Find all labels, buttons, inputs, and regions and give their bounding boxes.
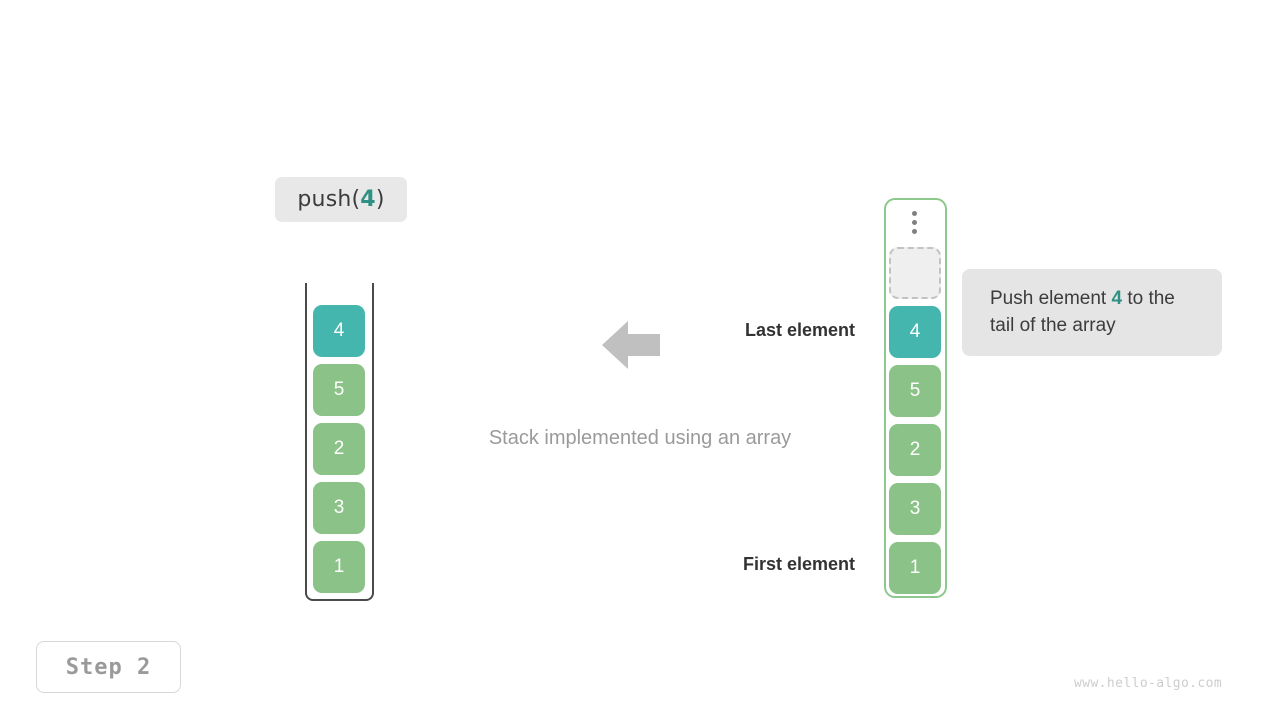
stack-cell: 5 bbox=[313, 364, 365, 416]
array-cell-value: 5 bbox=[909, 380, 921, 401]
stack-cell-value: 2 bbox=[333, 438, 345, 459]
stack-container bbox=[305, 283, 374, 601]
array-cell-list: 4 5 2 3 1 bbox=[889, 247, 941, 594]
diagram-caption: Stack implemented using an array bbox=[488, 427, 792, 449]
watermark: www.hello-algo.com bbox=[1074, 676, 1223, 691]
tooltip-accent-value: 4 bbox=[1111, 288, 1123, 309]
array-cell: 3 bbox=[889, 483, 941, 535]
dot bbox=[911, 229, 917, 234]
arrow-left-icon bbox=[602, 321, 660, 369]
operation-suffix: ) bbox=[375, 187, 385, 212]
step-badge: Step 2 bbox=[36, 641, 181, 693]
stack-cell: 3 bbox=[313, 482, 365, 534]
array-cell-value: 4 bbox=[909, 321, 921, 342]
stack-cell: 2 bbox=[313, 423, 365, 475]
array-cell-value: 1 bbox=[909, 557, 921, 578]
array-empty-slot bbox=[889, 247, 941, 299]
stack-cell-value: 1 bbox=[333, 556, 345, 577]
stack-cell: 4 bbox=[313, 305, 365, 357]
last-element-label: Last element bbox=[744, 320, 855, 340]
array-cell: 5 bbox=[889, 365, 941, 417]
stack-cell: 1 bbox=[313, 541, 365, 593]
stack-cell-value: 3 bbox=[333, 497, 345, 518]
stack-cell-list: 4 5 2 3 1 bbox=[313, 305, 365, 593]
array-cell: 1 bbox=[889, 542, 941, 594]
array-container bbox=[884, 198, 947, 598]
operation-value: 4 bbox=[360, 187, 376, 212]
operation-prefix: push( bbox=[297, 187, 361, 212]
dot bbox=[911, 211, 917, 216]
stack-cell-value: 5 bbox=[333, 379, 345, 400]
tooltip-text-after: to the tail of the array bbox=[990, 288, 1175, 336]
stack-cell-value: 4 bbox=[333, 320, 345, 341]
array-cell: 4 bbox=[889, 306, 941, 358]
array-cell-value: 3 bbox=[909, 498, 921, 519]
tooltip: Push element 4 to the tail of the array bbox=[962, 269, 1222, 356]
tooltip-text-before: Push element bbox=[990, 288, 1112, 309]
array-cell: 2 bbox=[889, 424, 941, 476]
dot bbox=[911, 220, 917, 225]
operation-label: push(4) bbox=[275, 177, 407, 222]
vertical-ellipsis-icon bbox=[910, 211, 918, 234]
array-cell-value: 2 bbox=[909, 439, 921, 460]
first-element-label: First element bbox=[742, 554, 855, 574]
